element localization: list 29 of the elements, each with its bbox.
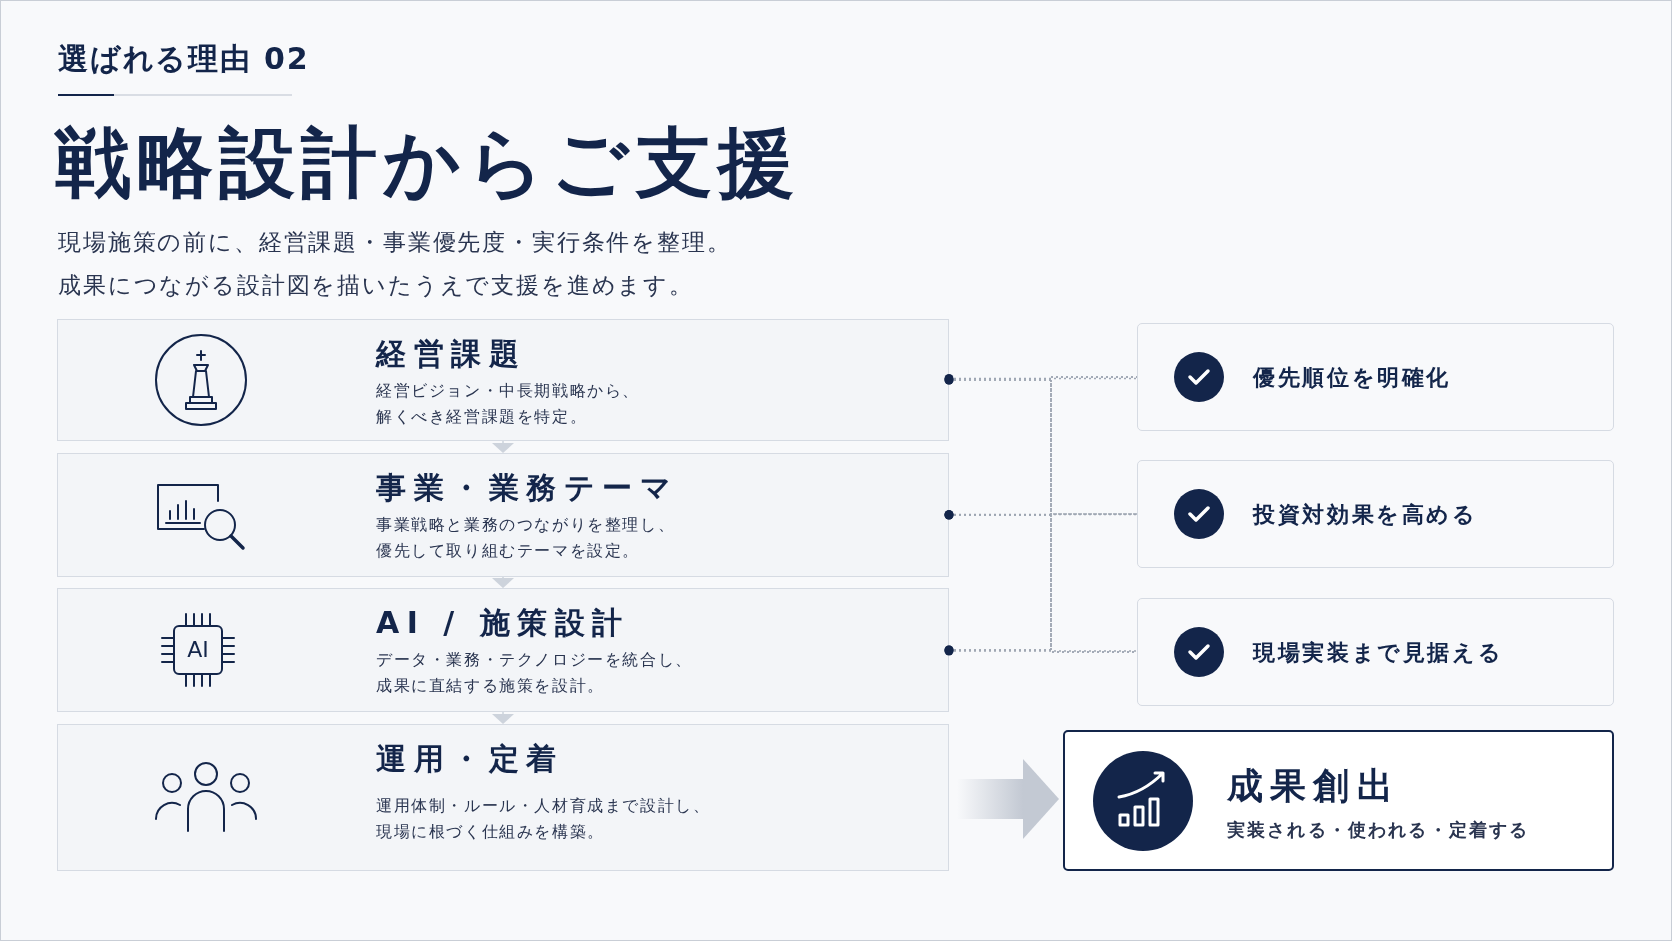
benefit-card [1137,460,1614,568]
step-card [57,319,949,441]
section-kicker: 選ばれる理由 02 [58,40,310,78]
step-description: 運用体制・ルール・人材育成まで設計し、現場に根づく仕組みを構築。 [376,795,712,843]
dotted-connector [944,646,1138,656]
chevron-arrow [492,576,514,589]
step-title: 運用・定着 [376,740,564,778]
step-title: AI / 施策設計 [376,604,630,642]
step-description: データ・業務・テクノロジーを統合し、成果に直結する施策を設計。 [376,649,694,697]
benefit-text: 投資対効果を高める [1253,500,1478,529]
benefit-card [1137,598,1614,706]
chevron-arrow [492,711,514,724]
subtitle-text: 現場施策の前に、経営課題・事業優先度・実行条件を整理。成果につながる設計図を描いたうえで支援を進めます。 [58,228,733,300]
page-title: 戦略設計からご支援 [55,117,800,209]
step-title: 事業・業務テーマ [376,469,678,507]
step-description: 経営ビジョン・中長期戦略から、解くべき経営課題を特定。 [376,380,641,428]
step-description: 事業戦略と業務のつながりを整理し、優先して取り組むテーマを設定。 [376,514,677,562]
chevron-arrow [492,440,514,453]
chip-label: AI [186,635,210,664]
benefit-card [1137,323,1614,431]
result-card [1063,730,1614,871]
step-card [57,588,949,712]
step-card [57,453,949,577]
benefit-text: 優先順位を明確化 [1253,363,1452,392]
result-title: 成果創出 [1227,764,1400,808]
step-title: 経営課題 [376,335,526,373]
step-card [57,724,949,871]
benefit-text: 現場実装まで見据える [1253,638,1504,667]
result-subtitle: 実装される・使われる・定着する [1227,818,1530,842]
